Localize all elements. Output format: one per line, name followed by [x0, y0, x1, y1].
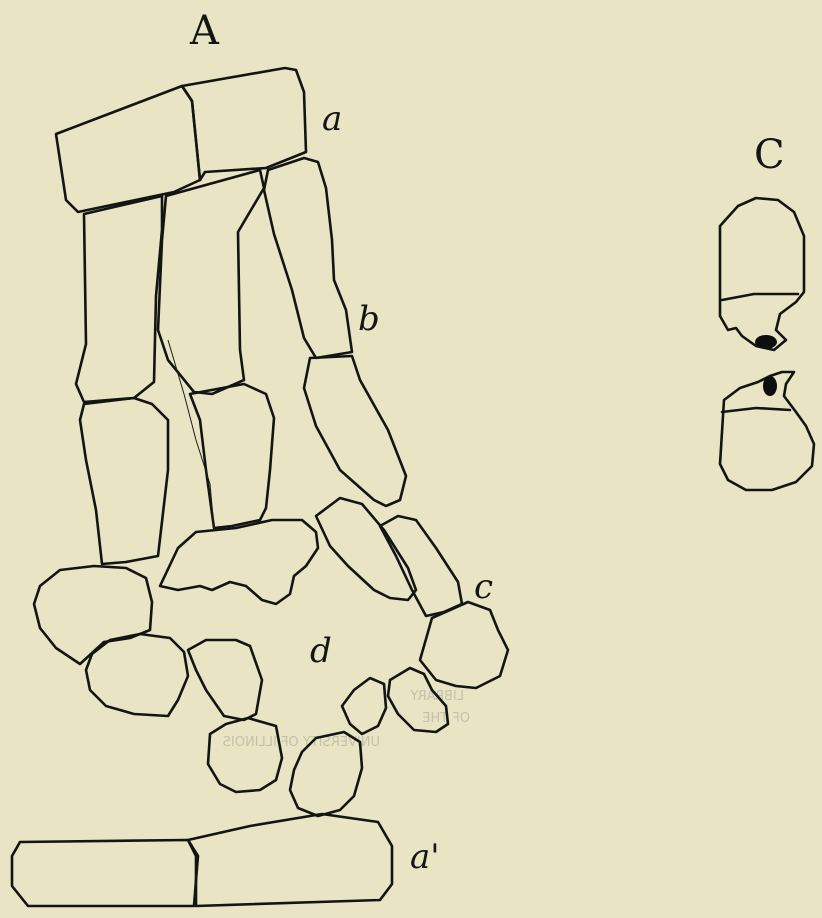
- cell-b-right-lower: [304, 356, 406, 506]
- cell-b-left-lower: [80, 398, 168, 564]
- panel-c-label: C: [754, 132, 785, 178]
- cell-d-6: [86, 634, 188, 716]
- panel-a-label: A: [189, 8, 220, 54]
- nucleus-upper: [755, 335, 777, 349]
- panel-c-drawing: C: [720, 132, 814, 490]
- nucleus-lower: [763, 376, 777, 396]
- cell-c-1: [316, 498, 416, 600]
- part-label-a-prime: a': [410, 837, 440, 877]
- part-label-b: b: [358, 299, 380, 339]
- bleed-line-3: UNIVERSITY OF ILLINOIS: [223, 735, 380, 750]
- cell-d-4: [208, 718, 282, 792]
- cell-d-2: [342, 678, 386, 734]
- cell-b-right-upper: [264, 158, 352, 358]
- cell-d-5: [188, 640, 262, 720]
- panel-a-drawing: A a b c d a': [12, 8, 508, 906]
- cell-a-prime-left: [12, 840, 198, 906]
- cell-a-prime-right: [188, 814, 392, 906]
- cell-c-lower-rim: [722, 408, 790, 412]
- part-label-c: c: [474, 567, 493, 607]
- cell-b-middle-lower: [190, 384, 274, 528]
- cell-c-2: [380, 516, 462, 616]
- cell-c-upper: [720, 198, 804, 350]
- cell-b-left-upper: [76, 196, 162, 402]
- cell-basal-wide: [160, 520, 318, 604]
- cell-d-7: [34, 566, 152, 664]
- part-label-a: a: [322, 99, 342, 139]
- cell-c-upper-rim: [722, 294, 798, 300]
- part-label-d: d: [310, 631, 332, 671]
